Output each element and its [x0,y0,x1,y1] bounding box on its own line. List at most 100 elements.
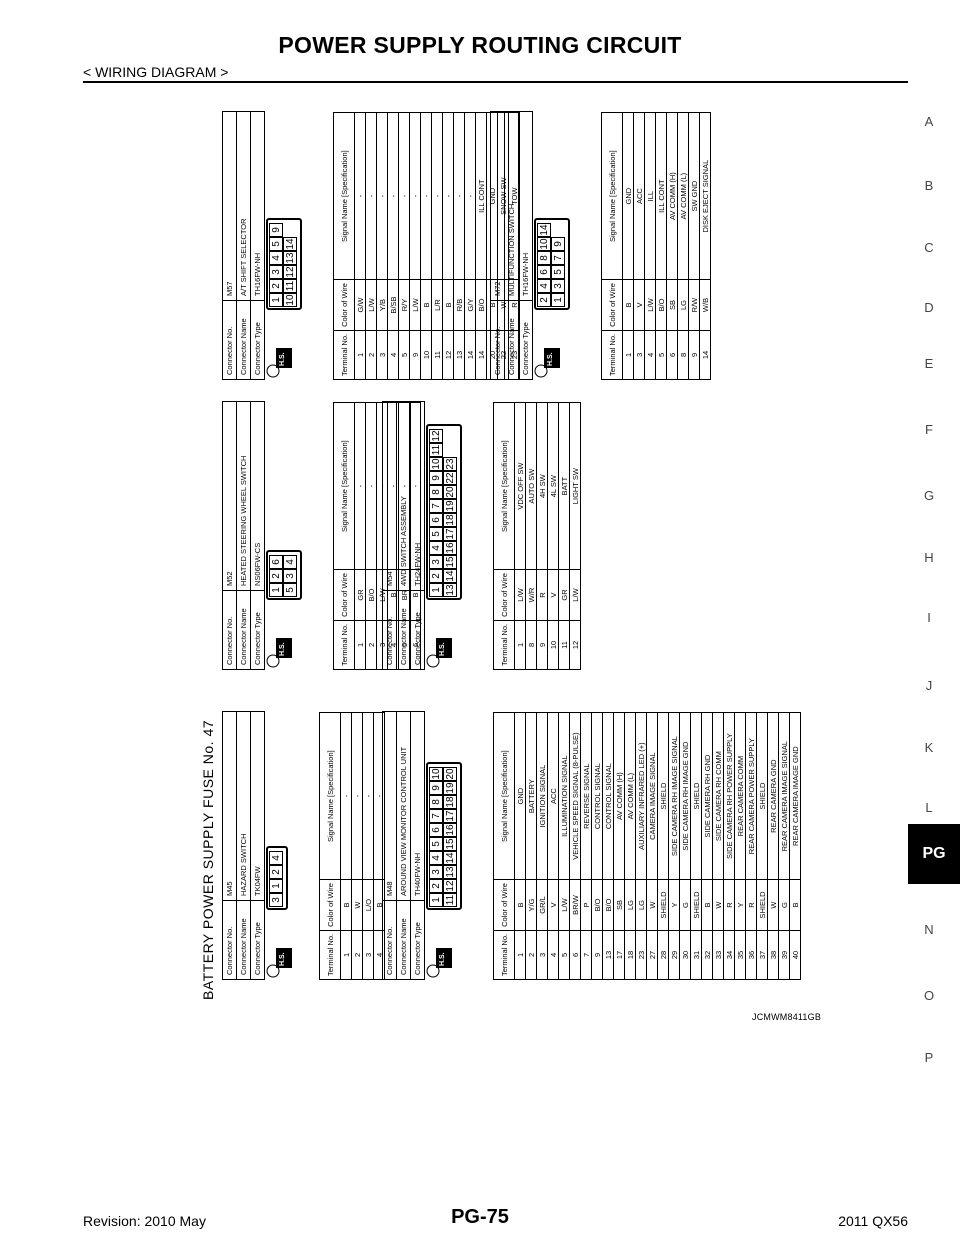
signal-name: - [453,112,465,280]
column-header: Terminal No. [493,620,515,670]
signal-name: AV COMM (H) [666,112,678,280]
page-title: POWER SUPPLY ROUTING CIRCUIT [278,32,682,58]
terminal-no: 23 [635,930,647,980]
column-header: Signal Name [Specification] [319,712,341,880]
signal-name: BATT [558,402,570,570]
connector-pin-cell: 3 [269,265,283,279]
section-tab-o[interactable]: O [923,988,935,1003]
section-tab-e[interactable]: E [924,356,934,371]
terminal-no: 1 [340,930,352,980]
signal-name: - [442,112,454,280]
column-header: Signal Name [Specification] [601,112,623,280]
connector-pin-cell: 4 [283,555,297,569]
wire-color: L/W [569,569,581,621]
terminal-no: 34 [723,930,735,980]
section-tab-p[interactable]: P [924,1050,934,1065]
signal-name: AV COMM (L) [624,712,636,880]
section-tab-g[interactable]: G [923,488,935,503]
terminal-no: 14 [699,330,711,380]
connector-pin-cell: 12 [443,879,457,893]
column-header: Color of Wire [319,879,341,931]
signal-name: GND [514,712,526,880]
section-tab-a[interactable]: A [924,114,934,129]
wire-color: G/Y [464,279,476,331]
footer-model: 2011 QX56 [838,1213,908,1229]
terminal-no: 30 [679,930,691,980]
signal-name: SHIELD [690,712,702,880]
section-tab-c[interactable]: C [924,240,934,255]
signal-name: LIGHT SW [569,402,581,570]
section-tab-l[interactable]: L [925,800,933,815]
wire-color: G/W [354,279,366,331]
wire-color: L/O [362,879,374,931]
terminal-no: 14 [464,330,476,380]
signal-name: VEHICLE SPEED SIGNAL (8-PULSE) [569,712,581,880]
header-label: Connector Type [410,900,425,980]
wire-color: Y/B [376,279,388,331]
section-tab-f[interactable]: F [925,422,933,437]
terminal-no: 4 [547,930,559,980]
header-label: Connector Type [250,590,265,670]
section-tab-b[interactable]: B [924,178,934,193]
section-tab-i[interactable]: I [927,610,931,625]
terminal-no: 33 [712,930,724,980]
harness-side-icon: H.S. [424,946,454,980]
signal-name: SHIELD [657,712,669,880]
section-tab-j[interactable]: J [925,678,933,693]
section-tab-n[interactable]: N [924,922,934,937]
terminal-no: 35 [734,930,746,980]
connector-pin-cell: 5 [429,527,443,541]
wire-color: Y/G [525,879,537,931]
section-tab-h[interactable]: H [924,550,934,565]
harness-side-label: H.S. [279,352,286,366]
connector-pin-cell: 17 [443,527,457,541]
connector-pin-cell: 16 [443,823,457,837]
connector-pin-cell: 19 [443,781,457,795]
connector-pin-cell: 14 [443,851,457,865]
connector-pin-cell: 13 [443,865,457,879]
wire-color: B [789,879,801,931]
connector-pin-cell: 17 [443,809,457,823]
section-tab-k[interactable]: K [924,740,934,755]
harness-side-label: H.S. [439,642,446,656]
signal-name: - [420,112,432,280]
column-header: Terminal No. [601,330,623,380]
signal-name: REAR CAMERA GND [767,712,779,880]
section-tab-pg[interactable]: PG [908,824,960,884]
signal-name: DISK EJECT SIGNAL [699,112,711,280]
section-tab-d[interactable]: D [924,300,934,315]
signal-name: - [354,402,366,570]
wire-color: LG [635,879,647,931]
signal-name: - [431,112,443,280]
wire-color: R/Y [398,279,410,331]
wire-color: B [340,879,352,931]
wiring-diagram: BATTERY POWER SUPPLY FUSE No. 47 Connect… [200,100,801,1000]
wire-color: B/O [365,569,377,621]
connector-pin-cell: 11 [443,893,457,907]
signal-name: - [365,112,377,280]
signal-name: - [354,112,366,280]
terminal-no: 40 [789,930,801,980]
